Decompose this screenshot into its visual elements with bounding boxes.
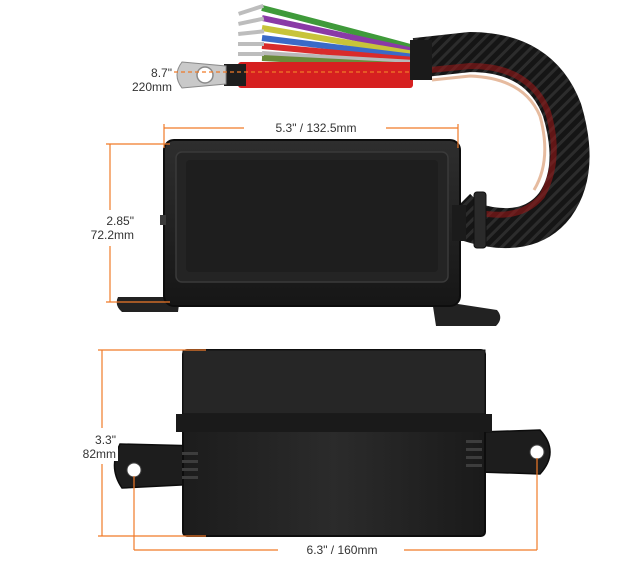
latch-ribs (182, 440, 482, 479)
side-height-mm: 82mm (82, 447, 116, 461)
mounting-tab-right (479, 429, 551, 475)
side-width-label: 6.3" / 160mm (280, 543, 404, 557)
ring-terminal (176, 61, 227, 89)
wire-fan (261, 5, 415, 69)
loom-red-glow (429, 62, 557, 218)
power-cable (238, 62, 413, 88)
dimension-lines (98, 71, 538, 551)
wire (261, 35, 415, 60)
lid-section (182, 349, 486, 415)
loom-end-sleeve (410, 40, 432, 80)
top-height-mm: 72.2mm (90, 228, 134, 242)
wire (261, 5, 415, 51)
side-height-inch: 3.3" (95, 433, 116, 447)
terminal-sleeve (224, 64, 246, 86)
wire (261, 51, 415, 66)
wire-ferrules (238, 3, 265, 56)
mounting-hole-right (529, 444, 545, 460)
top-width-label: 5.3" / 132.5mm (246, 121, 386, 135)
loom-orange-glow (431, 74, 547, 191)
top-height-inch: 2.85" (106, 214, 134, 228)
cable-length-inch: 8.7" (151, 66, 172, 80)
fuse-box-top-view (116, 139, 501, 326)
wire (261, 43, 415, 63)
wire (261, 25, 415, 57)
cable-length-mm: 220mm (131, 80, 172, 94)
fuse-box-side-view (113, 349, 551, 537)
cable-tie (473, 191, 487, 249)
braided-loom (412, 31, 590, 249)
side-height-label: 3.3" 82mm (58, 433, 118, 461)
wire-bundle (176, 3, 415, 89)
wire (261, 15, 415, 54)
mounting-hole-left (126, 462, 142, 478)
top-height-label: 2.85" 72.2mm (76, 214, 136, 242)
cable-length-label: 8.7" 220mm (118, 66, 174, 94)
